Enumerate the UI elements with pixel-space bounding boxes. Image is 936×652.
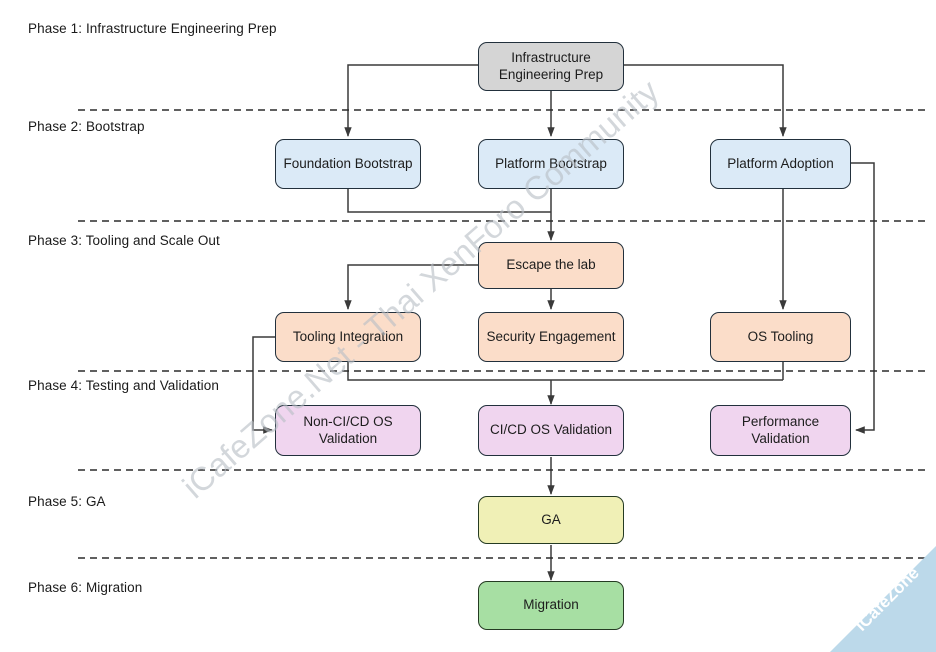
node-label: Tooling Integration	[292, 328, 404, 344]
node-label: CI/CD OS Validation	[489, 422, 613, 438]
node-performance-validation[interactable]: Performance Validation	[710, 405, 851, 456]
node-label: Performance Validation	[741, 413, 820, 446]
node-label: Platform Bootstrap	[495, 155, 607, 171]
node-tooling-integration[interactable]: Tooling Integration	[275, 312, 421, 362]
node-label: Platform Adoption	[727, 155, 834, 171]
node-label: Migration	[523, 597, 579, 613]
phase-label-5: Phase 5: GA	[28, 494, 106, 509]
edge-platform-adoption-to-performance-validation	[851, 162, 875, 434]
node-label: Foundation Bootstrap	[283, 155, 413, 171]
node-non-cicd-os-validation[interactable]: Non-CI/CD OS Validation	[275, 405, 421, 456]
node-escape-the-lab[interactable]: Escape the lab	[478, 242, 624, 289]
node-cicd-os-validation[interactable]: CI/CD OS Validation	[478, 405, 624, 456]
edge-escape-the-lab-to-tooling-integration	[344, 264, 481, 310]
edge-tooling-integration-to-non-cicd-os-validation	[252, 336, 277, 434]
node-infrastructure-engineering-prep[interactable]: Infrastructure Engineering Prep	[478, 42, 624, 91]
node-platform-bootstrap[interactable]: Platform Bootstrap	[478, 139, 624, 189]
edge-tooling-integration-to-cicd-os-validation	[347, 362, 783, 381]
node-label: Escape the lab	[506, 257, 596, 273]
edge-infra-prep-to-platform-adoption	[551, 64, 787, 137]
node-ga[interactable]: GA	[478, 496, 624, 544]
node-label: GA	[541, 511, 561, 527]
node-security-engagement[interactable]: Security Engagement	[478, 312, 624, 362]
edge-foundation-bootstrap-to-escape-the-lab	[347, 189, 551, 213]
phase-label-3: Phase 3: Tooling and Scale Out	[28, 233, 220, 248]
node-label: Security Engagement	[486, 328, 616, 344]
node-foundation-bootstrap[interactable]: Foundation Bootstrap	[275, 139, 421, 189]
phase-label-4: Phase 4: Testing and Validation	[28, 378, 219, 393]
node-label: Infrastructure Engineering Prep	[498, 49, 604, 82]
node-label: Non-CI/CD OS Validation	[303, 413, 393, 446]
node-os-tooling[interactable]: OS Tooling	[710, 312, 851, 362]
phase-label-6: Phase 6: Migration	[28, 580, 143, 595]
node-platform-adoption[interactable]: Platform Adoption	[710, 139, 851, 189]
phase-label-1: Phase 1: Infrastructure Engineering Prep	[28, 21, 277, 36]
node-migration[interactable]: Migration	[478, 581, 624, 630]
phase-label-2: Phase 2: Bootstrap	[28, 119, 145, 134]
node-label: OS Tooling	[747, 328, 814, 344]
